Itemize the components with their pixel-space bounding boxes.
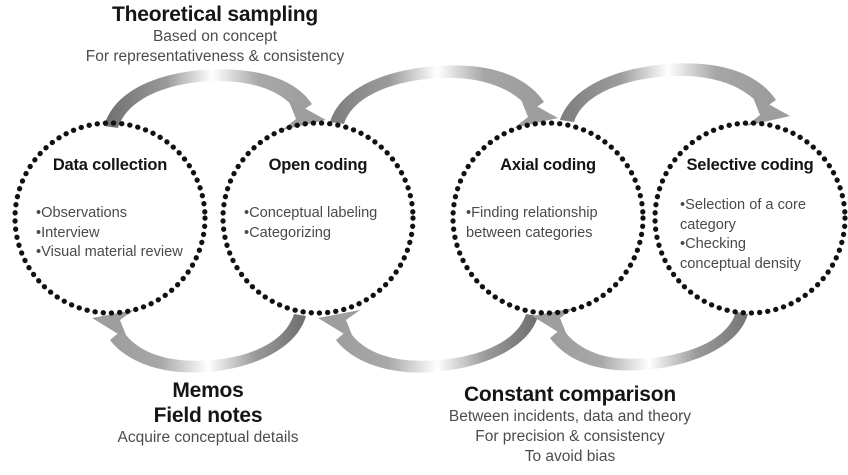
stage-circle-outline [450, 120, 646, 316]
list-item: •Categorizing [244, 224, 332, 241]
stage-data-collection[interactable]: Data collection •Observations •Interview… [14, 122, 206, 314]
constant-comparison-heading-block: Constant comparison Between incidents, d… [360, 382, 780, 467]
memos-field-notes-heading-block: Memos Field notes Acquire conceptual det… [58, 378, 358, 448]
memos-line-1: Acquire conceptual details [117, 429, 299, 446]
stage-body: •Selection of a core category •Checking … [680, 196, 848, 274]
memos-title: Memos [172, 379, 244, 402]
constant-comparison-title: Constant comparison [463, 383, 677, 406]
forward-flow-arrow [330, 65, 558, 128]
constant-comparison-line-1: Between incidents, data and theory [448, 408, 692, 425]
page-title: Theoretical sampling [111, 3, 319, 26]
constant-comparison-line-2: For precision & consistency [475, 428, 665, 445]
theoretical-sampling-line-1: Based on concept [152, 28, 278, 45]
backward-flow-arrow [92, 310, 306, 373]
stage-title: Selective coding [686, 156, 814, 174]
list-item: •Conceptual labeling [244, 205, 378, 221]
stage-circle-outline [652, 120, 848, 316]
stage-body: •Observations •Interview •Visual materia… [36, 204, 216, 263]
stage-circle-outline [12, 120, 208, 316]
list-item: •Observations [36, 205, 128, 221]
field-notes-title: Field notes [153, 404, 263, 427]
theoretical-sampling-heading-block: Theoretical sampling Based on concept Fo… [0, 2, 430, 67]
list-item: •Visual material review [36, 244, 183, 260]
list-item: between categories [466, 224, 593, 241]
list-item: •Selection of a core [680, 197, 806, 213]
forward-flow-arrow [104, 69, 326, 130]
list-item: conceptual density [680, 255, 801, 272]
stage-title: Data collection [52, 156, 168, 174]
list-item: •Interview [36, 224, 100, 241]
stage-open-coding[interactable]: Open coding •Conceptual labeling •Catego… [222, 122, 414, 314]
list-item: •Finding relationship [466, 205, 598, 221]
constant-comparison-line-3: To avoid bias [524, 448, 616, 465]
forward-flow-arrow [560, 63, 790, 126]
stage-selective-coding[interactable]: Selective coding •Selection of a core ca… [654, 122, 846, 314]
theoretical-sampling-line-2: For representativeness & consistency [85, 48, 345, 65]
stage-body: •Finding relationship between categories [466, 204, 652, 243]
backward-flow-arrow [318, 310, 538, 373]
stage-title: Axial coding [500, 156, 596, 174]
stage-body: •Conceptual labeling •Categorizing [244, 204, 424, 243]
backward-flow-arrow [532, 308, 748, 371]
list-item: category [680, 216, 736, 233]
stage-title: Open coding [268, 156, 368, 174]
list-item: •Checking [680, 236, 746, 252]
stage-axial-coding[interactable]: Axial coding •Finding relationship betwe… [452, 122, 644, 314]
stage-circle-outline [220, 120, 416, 316]
